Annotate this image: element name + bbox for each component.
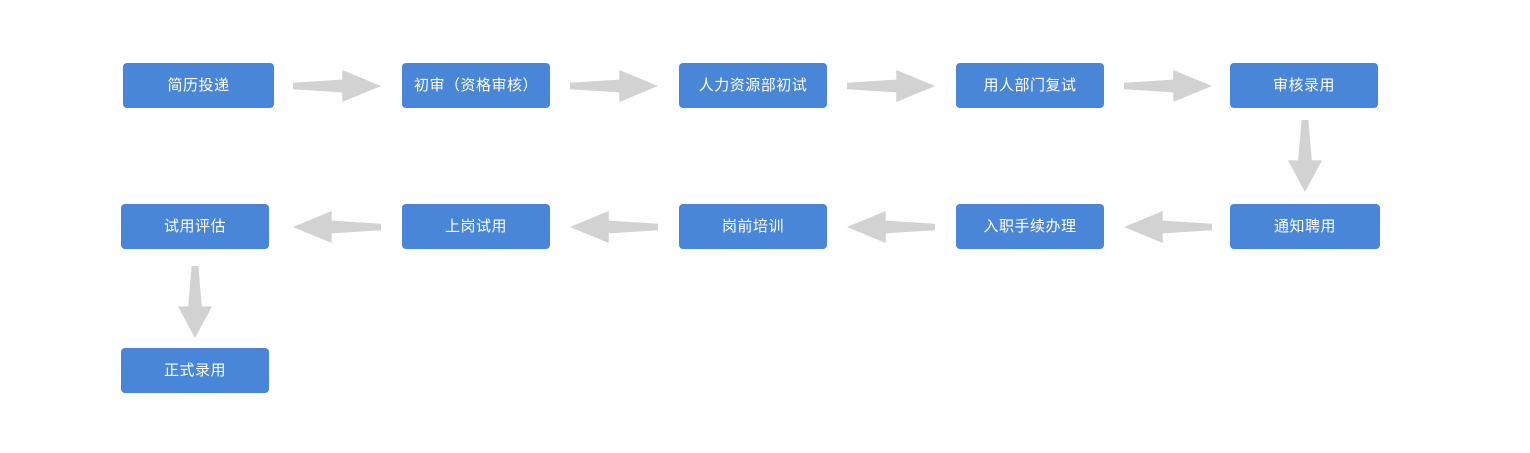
flow-node-n5[interactable]: 审核录用 xyxy=(1230,63,1378,108)
flow-node-n9[interactable]: 上岗试用 xyxy=(402,204,550,249)
arrow-left-icon xyxy=(847,211,935,243)
arrow-left-icon xyxy=(1124,211,1212,243)
flow-node-label: 试用评估 xyxy=(163,218,226,235)
arrow-right-icon xyxy=(570,70,658,102)
flow-node-n10[interactable]: 试用评估 xyxy=(121,204,269,249)
arrow-right-icon xyxy=(847,70,935,102)
flow-node-n6[interactable]: 通知聘用 xyxy=(1230,204,1380,249)
flow-node-label: 岗前培训 xyxy=(721,218,784,235)
flow-node-label: 审核录用 xyxy=(1272,77,1335,94)
flow-node-label: 正式录用 xyxy=(163,362,226,379)
arrow-left-icon xyxy=(570,211,658,243)
flow-node-n3[interactable]: 人力资源部初试 xyxy=(679,63,827,108)
arrow-down-icon xyxy=(178,266,212,338)
flow-node-n8[interactable]: 岗前培训 xyxy=(679,204,827,249)
flow-node-n4[interactable]: 用人部门复试 xyxy=(956,63,1104,108)
flow-node-label: 通知聘用 xyxy=(1273,218,1336,235)
flow-node-n7[interactable]: 入职手续办理 xyxy=(956,204,1104,249)
flow-node-label: 初审（资格审核） xyxy=(413,77,538,94)
arrow-left-icon xyxy=(293,211,381,243)
flow-node-label: 用人部门复试 xyxy=(983,77,1077,94)
flow-node-label: 入职手续办理 xyxy=(983,218,1077,235)
flow-node-n1[interactable]: 简历投递 xyxy=(123,63,274,108)
flow-node-n11[interactable]: 正式录用 xyxy=(121,348,269,393)
flow-node-label: 简历投递 xyxy=(167,77,230,94)
arrow-down-icon xyxy=(1288,120,1322,192)
arrow-right-icon xyxy=(1124,70,1212,102)
flow-node-label: 人力资源部初试 xyxy=(698,77,808,94)
arrow-right-icon xyxy=(293,70,381,102)
flow-node-n2[interactable]: 初审（资格审核） xyxy=(402,63,550,108)
flow-node-label: 上岗试用 xyxy=(444,218,507,235)
